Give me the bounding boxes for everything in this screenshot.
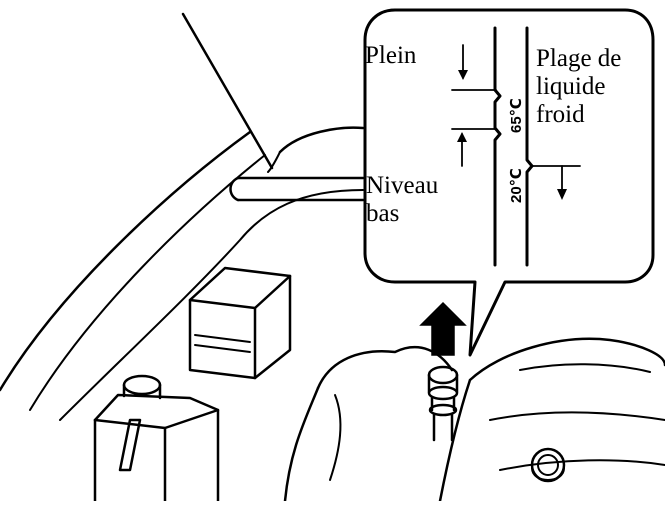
reservoir-sight-tube: [427, 365, 459, 442]
engine-block: [283, 337, 665, 503]
temp-cold-label: 20℃: [508, 168, 525, 203]
full-mark-arrows: [451, 44, 497, 91]
cold-range-arrow: [531, 165, 581, 200]
thick-up-arrow-icon: [419, 301, 467, 356]
hood-outline: [0, 12, 364, 421]
low-mark-arrows: [451, 128, 497, 167]
level-gauge: [493, 26, 534, 267]
callout-bubble: [363, 8, 655, 357]
battery-box: [188, 266, 292, 380]
low-level-label: Niveau bas: [366, 172, 439, 227]
overflow-hose: [229, 126, 365, 202]
cold-range-label: Plage de liquide froid: [536, 45, 622, 128]
temp-hot-label: 65℃: [508, 98, 525, 133]
full-level-label: Plein: [365, 42, 417, 69]
coolant-reservoir-icon: [93, 374, 220, 503]
radiator-cap-icon: [530, 447, 566, 483]
